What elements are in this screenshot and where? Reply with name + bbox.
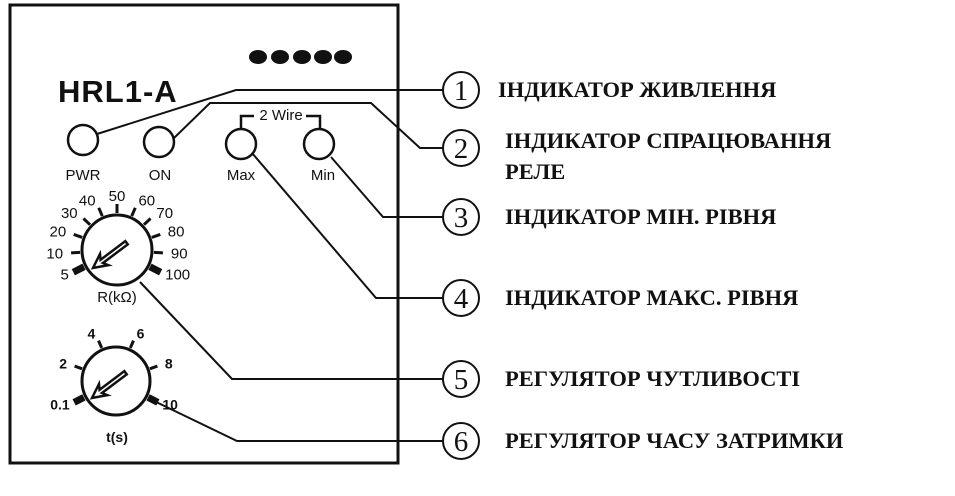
delay-scale-tick [74,364,83,371]
sensitivity-scale-tick [71,263,86,276]
delay-knob-label: t(s) [106,429,128,445]
on-led-label: ON [149,167,172,184]
sensitivity-scale-tick-label: 40 [79,192,96,209]
min-led-label: Min [311,167,335,184]
delay-knob [72,340,160,417]
sensitivity-scale-tick-label: 80 [168,224,185,241]
sensitivity-scale-tick [73,233,83,239]
delay-scale-tick-label: 2 [59,355,67,371]
sensitivity-scale-tick-label: 90 [171,245,188,262]
callout-markers [442,71,480,460]
sensitivity-scale-tick-label: 60 [138,192,155,209]
callout-4-number: 4 [454,283,469,315]
callout-1-marker [442,71,480,109]
sensitivity-scale-tick-label: 5 [61,267,69,284]
callout-3-text: ІНДИКАТОР МІН. РІВНЯ [505,204,777,229]
sensitivity-knob-label: R(kΩ) [97,289,137,306]
sensitivity-scale-tick [151,233,161,239]
delay-scale-tick [72,394,86,406]
delay-scale-tick-label: 6 [137,325,145,341]
callout-6-marker [442,422,480,460]
sensitivity-scale-tick-label: 50 [109,188,126,205]
sensitivity-scale-tick [82,217,92,226]
callout-5-number: 5 [454,364,469,396]
delay-scale-tick-label: 0.1 [50,397,70,413]
sensitivity-scale-tick-label: 20 [50,224,67,241]
callout-5-marker [442,360,480,398]
sensitivity-scale-tick-label: 70 [156,205,173,222]
sensitivity-pointer-icon [90,239,130,270]
delay-scale-tick-label: 4 [88,325,96,341]
sensitivity-scale-tick-label: 100 [165,267,190,284]
callout-4-text: ІНДИКАТОР МАКС. РІВНЯ [505,285,799,310]
sensitivity-scale-tick-label: 10 [46,245,63,262]
delay-scale-tick-label: 10 [162,397,178,413]
delay-scale-tick [128,340,135,349]
pwr-led [66,123,100,157]
on-led [142,125,176,159]
callout-3-number: 3 [454,202,469,234]
vent-slots [249,50,352,64]
callout-2-text: ІНДИКАТОР СПРАЦЮВАННЯ [505,128,832,153]
sensitivity-scale-tick-label: 30 [61,205,78,222]
callout-2-number: 2 [454,133,469,165]
max-led [224,127,258,161]
delay-scale-tick [149,364,158,371]
sensitivity-scale-tick [70,250,81,255]
sensitivity-scale-tick [97,207,104,217]
sensitivity-knob [70,204,164,287]
delay-pointer-icon [89,369,129,400]
leader-lines [96,89,443,442]
model-title: HRL1-A [58,74,178,109]
min-led [302,127,336,161]
callout-6-text: РЕГУЛЯТОР ЧАСУ ЗАТРИМКИ [505,428,844,453]
two-wire-label: 2 Wire [259,107,302,124]
sensitivity-scale-tick [148,263,163,276]
sensitivity-scale-tick [130,207,137,217]
callout-1-text: ІНДИКАТОР ЖИВЛЕННЯ [498,77,777,102]
delay-scale-tick-label: 8 [165,355,173,371]
callout-2-text-line2: РЕЛЕ [505,159,566,184]
callout-6-number: 6 [454,426,469,458]
delay-scale-tick [97,340,104,349]
pwr-led-label: PWR [66,167,101,184]
max-led-label: Max [227,167,256,184]
callout-3-marker [442,198,480,236]
callout-2-marker [442,129,480,167]
sensitivity-scale-tick [142,217,152,226]
callout-1-number: 1 [454,75,469,107]
two-wire-bracket [239,114,322,129]
callout-5-text: РЕГУЛЯТОР ЧУТЛИВОСТІ [505,366,801,391]
callout-4-marker [442,279,480,317]
sensitivity-scale-tick [153,250,164,255]
